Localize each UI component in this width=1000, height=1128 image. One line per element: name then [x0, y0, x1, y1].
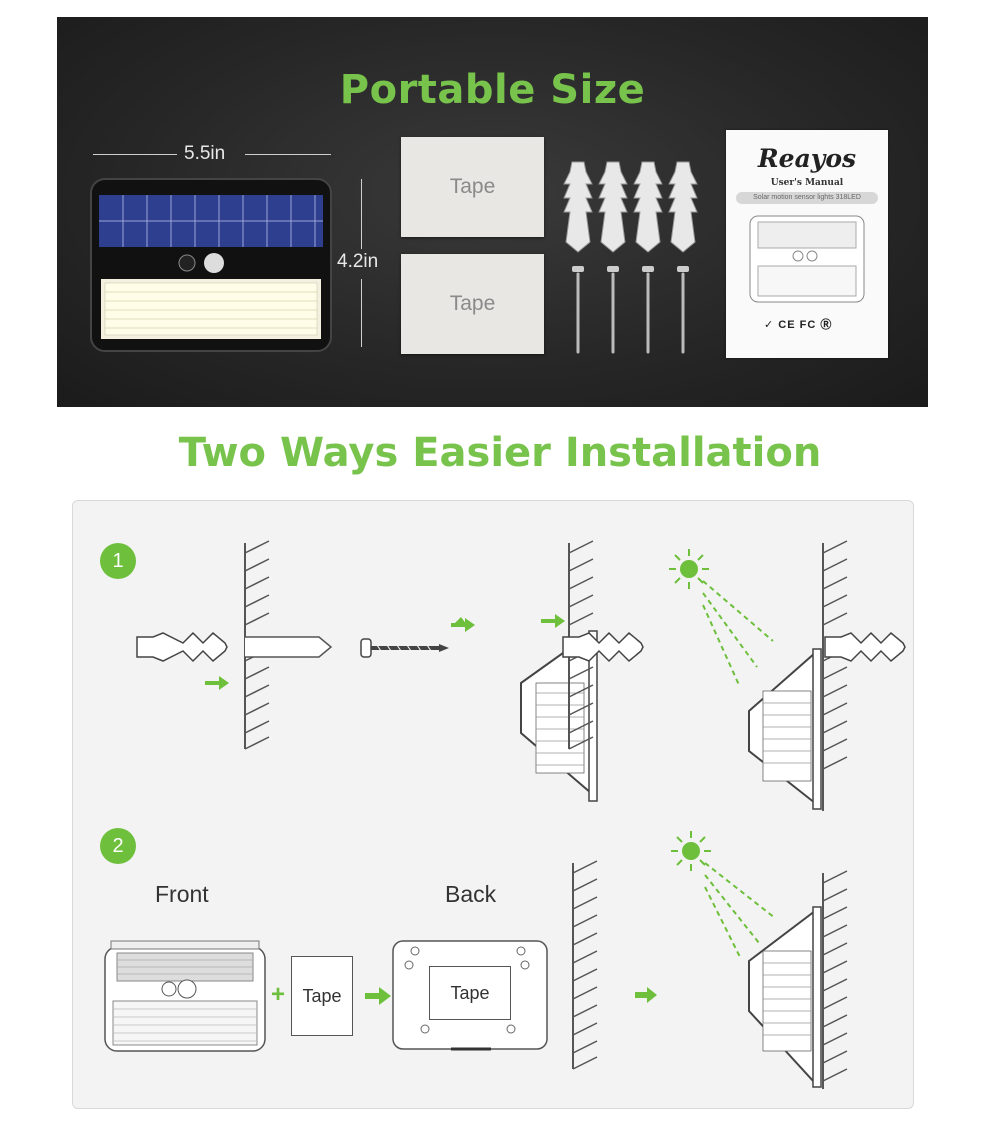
step-2-sun-icon	[671, 831, 711, 871]
step-1-mounted-light	[748, 540, 906, 811]
plus-sign: +	[271, 981, 286, 1008]
height-dimension-line-bottom	[361, 279, 362, 347]
step-1-screw	[360, 638, 449, 658]
width-dimension-line-left	[93, 154, 177, 155]
portable-size-panel: Portable Size 5.5in 4.2in Tape Ta	[57, 17, 928, 407]
manual-brand: Reayos	[757, 144, 857, 173]
front-view-light	[104, 940, 266, 1052]
step-2-wall	[572, 860, 598, 1070]
step-1-badge: 1	[100, 543, 136, 579]
arrow-to-back	[365, 987, 391, 1005]
manual-subtitle: User's Manual	[770, 178, 844, 188]
step-1-light-side	[451, 614, 598, 802]
tape-piece: Tape	[291, 956, 353, 1036]
manual-product-sketch	[749, 215, 865, 303]
anchors-and-screws	[563, 161, 698, 354]
step-1-light-rays	[702, 580, 774, 686]
arrow-to-mount	[635, 987, 657, 1003]
solar-light-product	[90, 178, 332, 352]
users-manual: Reayos User's Manual Solar motion sensor…	[726, 130, 888, 358]
step-2-badge: 2	[100, 828, 136, 864]
height-dimension-line-top	[361, 179, 362, 249]
step-2-light-rays	[704, 862, 776, 960]
portable-size-title: Portable Size	[339, 67, 646, 113]
tape-sheet-1: Tape	[401, 137, 544, 237]
back-tape-area: Tape	[429, 966, 511, 1020]
step-2-mounted-light	[748, 870, 848, 1089]
tape-sheet-2: Tape	[401, 254, 544, 354]
front-label: Front	[155, 881, 209, 907]
manual-certification-marks: ✓ CE FC Ⓡ	[764, 319, 833, 331]
manual-product-line: Solar motion sensor lights 318LED	[736, 192, 878, 204]
width-label: 5.5in	[184, 143, 226, 164]
back-label: Back	[445, 881, 497, 907]
step-1-sun-icon	[669, 549, 709, 589]
installation-panel: 1	[72, 500, 914, 1109]
step-1-anchored-wall	[562, 540, 644, 750]
width-dimension-line-right	[245, 154, 331, 155]
step-1-drill-diagram	[136, 540, 333, 750]
installation-title: Two Ways Easier Installation	[178, 430, 822, 476]
height-label: 4.2in	[337, 251, 379, 272]
